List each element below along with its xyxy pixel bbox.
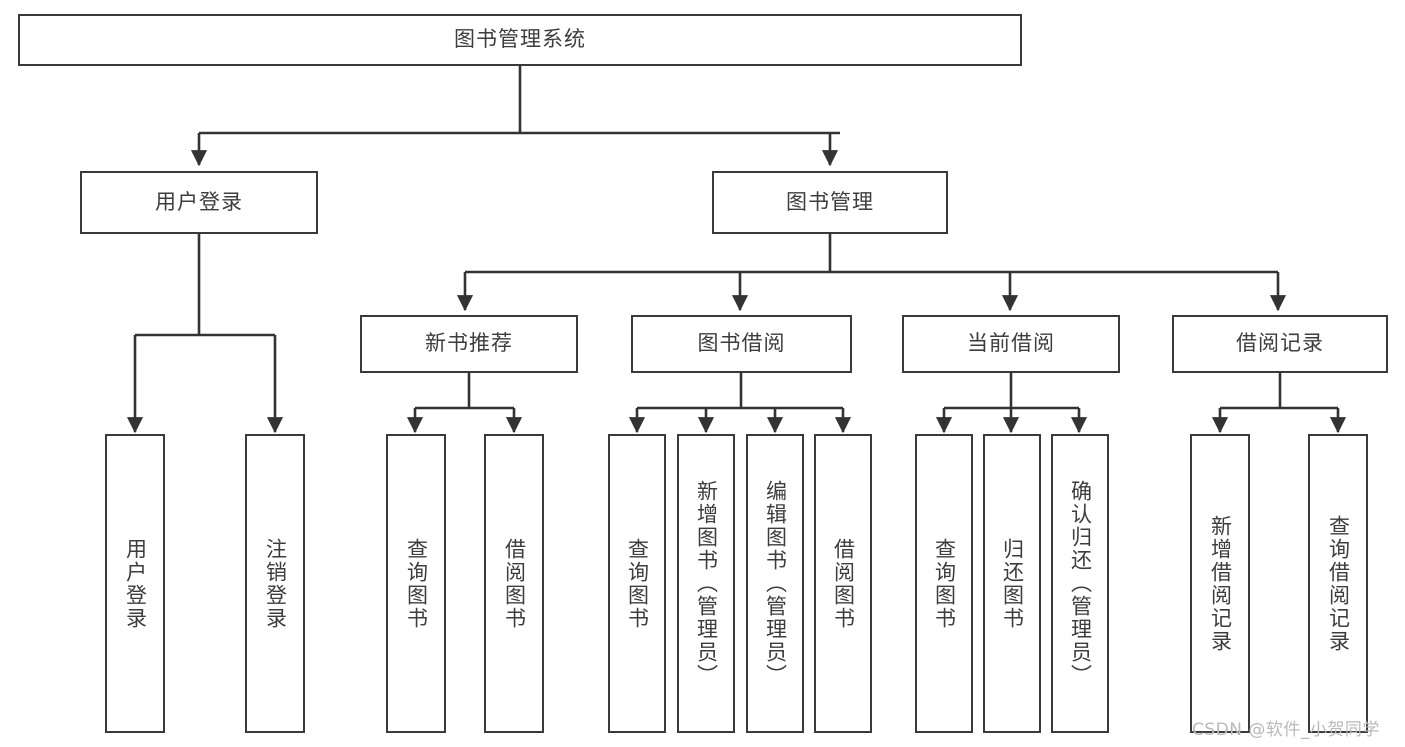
leaf-borrow-book[interactable]: 借阅图书 (814, 434, 872, 733)
node-label: 图书借阅 (697, 331, 786, 356)
node-label: 图书管理 (786, 189, 874, 214)
node-label: 注销登录 (263, 537, 288, 630)
leaf-query-borrow-record[interactable]: 查询借阅记录 (1308, 434, 1368, 733)
node-label: 查询图书 (625, 537, 650, 630)
node-root-book-management-system[interactable]: 图书管理系统 (18, 14, 1022, 66)
node-label: 用户登录 (155, 189, 243, 214)
node-label: 查询图书 (932, 537, 957, 630)
node-label: 新增借阅记录 (1208, 514, 1233, 653)
node-label: 确认归还（管理员） (1068, 480, 1093, 687)
node-label: 查询借阅记录 (1326, 514, 1351, 653)
leaf-query-book-borrow[interactable]: 查询图书 (608, 434, 666, 733)
node-current-borrowing[interactable]: 当前借阅 (902, 315, 1120, 373)
node-label: 借阅记录 (1236, 331, 1324, 356)
node-label: 用户登录 (123, 537, 148, 630)
leaf-add-book-admin[interactable]: 新增图书（管理员） (677, 434, 735, 733)
leaf-return-book[interactable]: 归还图书 (983, 434, 1041, 733)
node-user-login[interactable]: 用户登录 (80, 171, 318, 234)
node-label: 新书推荐 (425, 331, 513, 356)
leaf-user-login[interactable]: 用户登录 (105, 434, 165, 733)
leaf-query-book-new[interactable]: 查询图书 (386, 434, 446, 733)
node-borrow-records[interactable]: 借阅记录 (1172, 315, 1388, 373)
csdn-watermark: CSDN @软件_小贺同学 (1192, 720, 1380, 740)
node-label: 当前借阅 (967, 331, 1055, 356)
leaf-confirm-return-admin[interactable]: 确认归还（管理员） (1051, 434, 1109, 733)
node-label: 借阅图书 (502, 537, 527, 630)
leaf-borrow-book-new[interactable]: 借阅图书 (484, 434, 544, 733)
node-label: 新增图书（管理员） (694, 480, 719, 687)
leaf-edit-book-admin[interactable]: 编辑图书（管理员） (746, 434, 804, 733)
node-label: 归还图书 (1000, 537, 1025, 630)
node-label: 编辑图书（管理员） (763, 480, 788, 687)
node-label: 图书管理系统 (454, 27, 586, 52)
node-label: 借阅图书 (831, 537, 856, 630)
node-label: 查询图书 (404, 537, 429, 630)
node-book-management[interactable]: 图书管理 (712, 171, 948, 234)
node-book-borrowing[interactable]: 图书借阅 (631, 315, 852, 373)
node-new-book-recommendation[interactable]: 新书推荐 (360, 315, 578, 373)
leaf-query-book-current[interactable]: 查询图书 (915, 434, 973, 733)
leaf-add-borrow-record[interactable]: 新增借阅记录 (1190, 434, 1250, 733)
leaf-logout[interactable]: 注销登录 (245, 434, 305, 733)
